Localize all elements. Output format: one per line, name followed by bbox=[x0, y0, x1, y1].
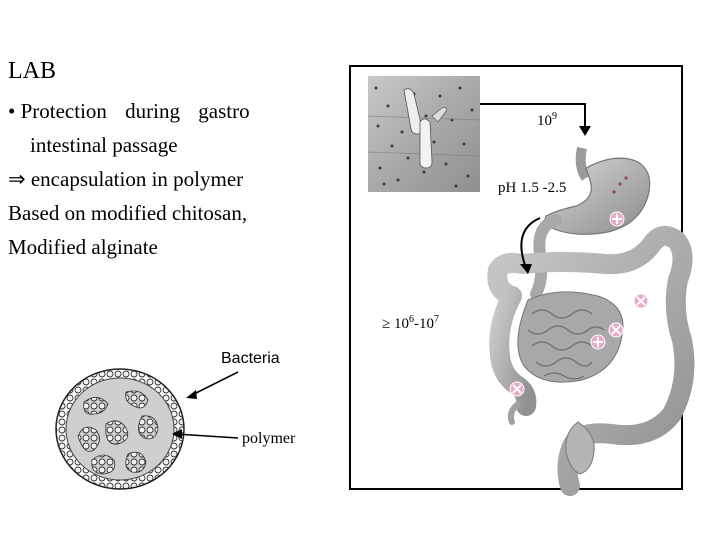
polymer-label: polymer bbox=[242, 430, 296, 447]
implies-symbol: ⇒ bbox=[8, 167, 26, 191]
chitosan-line: Based on modified chitosan, bbox=[8, 201, 248, 225]
alginate-line: Modified alginate bbox=[8, 235, 158, 259]
bullet-line-1: • Protection during gastro bbox=[8, 94, 250, 128]
stomach-count-base: 10 bbox=[537, 113, 552, 129]
bacteria-label: Bacteria bbox=[221, 350, 280, 367]
intestine-count-exp-low: 6 bbox=[408, 314, 414, 325]
stomach-count-label: 109 bbox=[537, 111, 557, 130]
bullet-mark: • bbox=[8, 99, 16, 123]
intestine-count-exp-high: 7 bbox=[433, 314, 439, 325]
bullet-text-1: Protection during gastro bbox=[20, 99, 250, 123]
bullet-line-2: intestinal passage bbox=[30, 133, 178, 157]
geq-symbol: ≥ bbox=[382, 316, 391, 332]
intestine-count-base: 10 bbox=[393, 316, 409, 332]
ph-label: pH 1.5 -2.5 bbox=[498, 180, 567, 196]
stomach-count-exponent: 9 bbox=[552, 111, 557, 122]
capsule-illustration bbox=[55, 368, 185, 490]
encapsulation-text: encapsulation in polymer bbox=[30, 167, 244, 191]
slide-title: LAB bbox=[8, 58, 56, 84]
intestine-count-sep: -10 bbox=[413, 316, 434, 332]
micrograph-image bbox=[367, 76, 481, 192]
encapsulation-line: ⇒ encapsulation in polymer bbox=[8, 162, 243, 196]
intestine-count-label: ≥ 106-107 bbox=[382, 314, 439, 333]
